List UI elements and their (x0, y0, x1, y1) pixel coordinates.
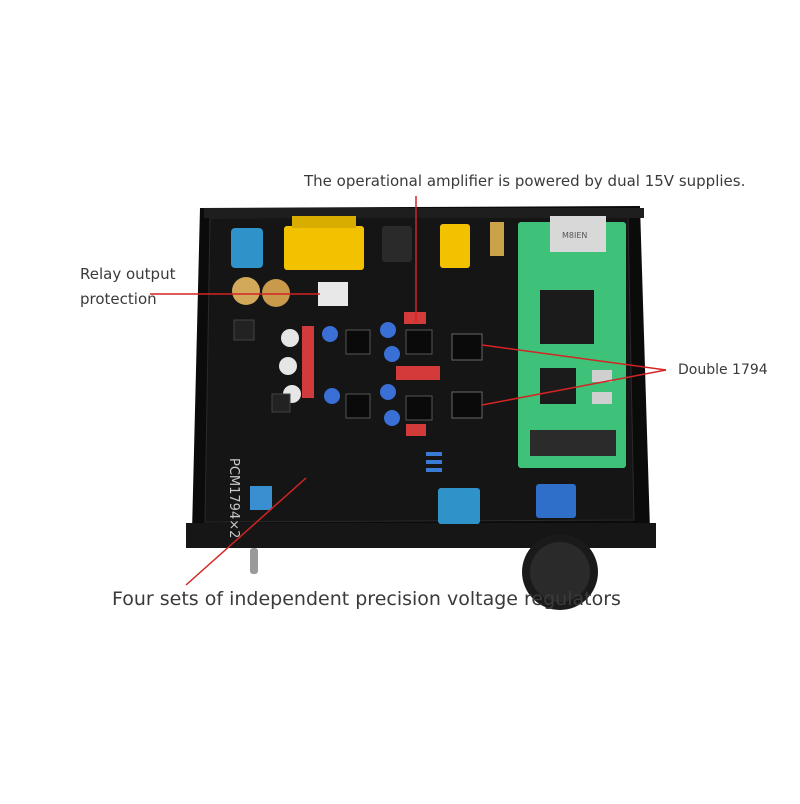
annotation-relay-line2: protection (80, 290, 157, 308)
xmos-chip (540, 290, 594, 344)
chassis-rear-rail (204, 208, 644, 218)
opamp-chip (345, 393, 371, 419)
pin-header (530, 430, 616, 456)
annotation-line-double-b (481, 369, 667, 406)
side-print-label: PCM1794×2 (226, 458, 241, 538)
annotation-double-1794: Double 1794 (678, 362, 768, 378)
relay (318, 282, 348, 306)
cpld-chip (540, 368, 576, 404)
annotation-line-regulators (185, 477, 307, 586)
capacitor (322, 326, 338, 342)
usb-chip-print: M8IEN (562, 231, 587, 240)
capacitor (262, 279, 290, 307)
yellow-rca-top (292, 216, 356, 228)
resistor (406, 424, 426, 436)
gold-coax-connector (490, 222, 504, 256)
capacitor (324, 388, 340, 404)
capacitor (281, 329, 299, 347)
pcm1794-chip (451, 333, 483, 361)
capacitor (384, 346, 400, 362)
opamp-chip (405, 395, 433, 421)
inductor (233, 319, 255, 341)
blue-terminal-connector (231, 228, 263, 268)
annotation-relay-line1: Relay output (80, 265, 176, 283)
resistor (426, 460, 442, 464)
capacitor (380, 322, 396, 338)
capacitor (232, 277, 260, 305)
blue-terminal-connector (438, 488, 480, 524)
oscillator (592, 370, 612, 382)
annotation-line-double-a (481, 344, 667, 371)
annotation-regulators: Four sets of independent precision volta… (112, 588, 621, 610)
oscillator (592, 392, 612, 404)
yellow-rca-block (284, 226, 364, 270)
volume-knob-cap (530, 542, 590, 602)
capacitor (384, 410, 400, 426)
capacitor (380, 384, 396, 400)
resistor (426, 452, 442, 456)
usb-module-board (518, 222, 626, 468)
resistor (426, 468, 442, 472)
annotation-relay: Relay output protection (80, 262, 175, 312)
black-jack (382, 226, 412, 262)
resistor-pair (396, 366, 440, 380)
usb-connector (550, 216, 606, 252)
blue-connector (250, 486, 272, 510)
film-capacitor-strip (302, 326, 314, 398)
resistor (404, 312, 426, 324)
yellow-coax-jack (440, 224, 470, 268)
pcm1794-chip (451, 391, 483, 419)
opamp-chip (345, 329, 371, 355)
blue-dip-switch (536, 484, 576, 518)
opamp-chip (405, 329, 433, 355)
annotation-opamp: The operational amplifier is powered by … (304, 172, 746, 190)
toggle-switch (250, 548, 258, 574)
inductor (271, 393, 291, 413)
capacitor (279, 357, 297, 375)
